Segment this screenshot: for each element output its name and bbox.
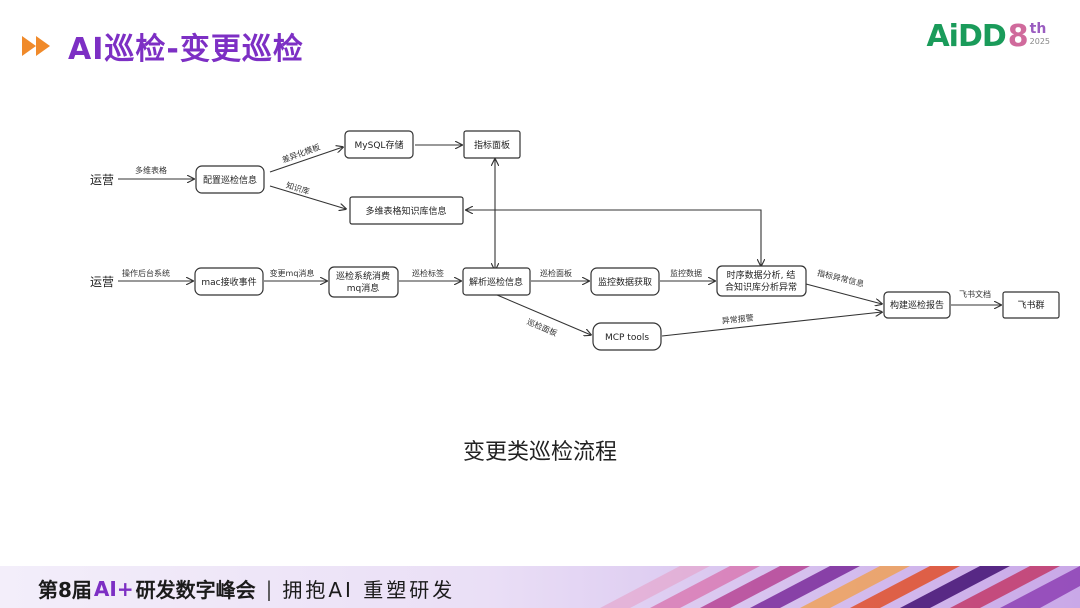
node-mcp-tools: MCP tools [605, 333, 649, 343]
box-mac-receive [194, 267, 264, 296]
box-mcp-tools [592, 322, 662, 351]
box-monitor-fetch [590, 267, 660, 296]
edge-label-change-mq: 变更mq消息 [270, 268, 315, 278]
edge-label-feishu-doc: 飞书文档 [959, 289, 991, 299]
edge-mcp-report [661, 312, 882, 337]
logo-year: 2025 [1029, 37, 1050, 46]
node-timeseries-line1: 时序数据分析, 结 [727, 269, 796, 281]
edge-timeseries-report [805, 283, 882, 304]
box-kb-info [349, 196, 464, 225]
node-ops2: 运营 [90, 275, 114, 289]
edge-label-indicator-anomaly: 指标异常信息 [816, 267, 865, 288]
double-arrow-icon [22, 36, 50, 56]
node-build-report: 构建巡检报告 [890, 299, 944, 311]
footer-prefix: 第8届 [38, 578, 92, 602]
edge-label-monitor-data: 监控数据 [670, 268, 702, 278]
edge-kb-timeseries [466, 210, 761, 266]
node-kb-info: 多维表格知识库信息 [365, 205, 446, 217]
logo-edition-number: 8 [1007, 19, 1029, 54]
footer-slogan: 拥抱AI 重塑研发 [282, 578, 456, 602]
box-consume [328, 266, 399, 298]
box-timeseries [716, 265, 807, 297]
box-parse [462, 267, 531, 296]
edge-config-mysql [269, 147, 343, 173]
edge-label-multi-table: 多维表格 [135, 165, 167, 175]
edge-config-kb [269, 185, 346, 209]
node-indicator-panel: 指标面板 [474, 139, 510, 151]
edge-parse-mcp [489, 291, 591, 335]
node-timeseries-line2: 合知识库分析异常 [725, 281, 797, 293]
edge-label-anomaly-alert: 异常报警 [721, 312, 754, 325]
slide-footer: 第8届 AI+ 研发数字峰会 | 拥抱AI 重塑研发 [0, 566, 1080, 608]
node-ops1: 运营 [90, 173, 114, 187]
node-monitor-fetch: 监控数据获取 [598, 276, 652, 288]
logo-text: AiDD [926, 19, 1006, 54]
edge-label-admin-system: 操作后台系统 [122, 268, 170, 278]
node-feishu-group: 飞书群 [1017, 299, 1044, 311]
decorative-stripes [600, 566, 1080, 608]
box-config [195, 165, 265, 194]
node-consume-line1: 巡检系统消费 [336, 270, 390, 282]
footer-event: 第8届 AI+ 研发数字峰会 | 拥抱AI 重塑研发 [38, 574, 455, 603]
node-consume-line2: mq消息 [347, 282, 379, 294]
logo-edition-suffix: th [1029, 21, 1047, 37]
footer-suffix: 研发数字峰会 [135, 578, 256, 602]
aidd-logo: AiDD 8 th 2025 [926, 22, 1050, 52]
box-build-report [883, 291, 951, 319]
node-mysql: MySQL存储 [355, 139, 404, 151]
box-indicator-panel [463, 130, 521, 159]
slide-header: AI巡检-变更巡检 [22, 24, 304, 68]
edge-label-inspect-panel1: 巡检面板 [540, 268, 572, 278]
node-parse: 解析巡检信息 [469, 276, 523, 288]
diagram-caption: 变更类巡检流程 [462, 440, 617, 465]
footer-ai: AI+ [93, 576, 134, 601]
node-mac-receive: mac接收事件 [201, 276, 256, 288]
edge-label-inspect-label: 巡检标签 [412, 268, 444, 278]
box-mysql [344, 130, 414, 159]
box-feishu-group [1002, 291, 1060, 319]
slide-title: AI巡检-变更巡检 [68, 32, 304, 67]
node-config: 配置巡检信息 [203, 174, 257, 186]
footer-separator: | [265, 576, 273, 601]
